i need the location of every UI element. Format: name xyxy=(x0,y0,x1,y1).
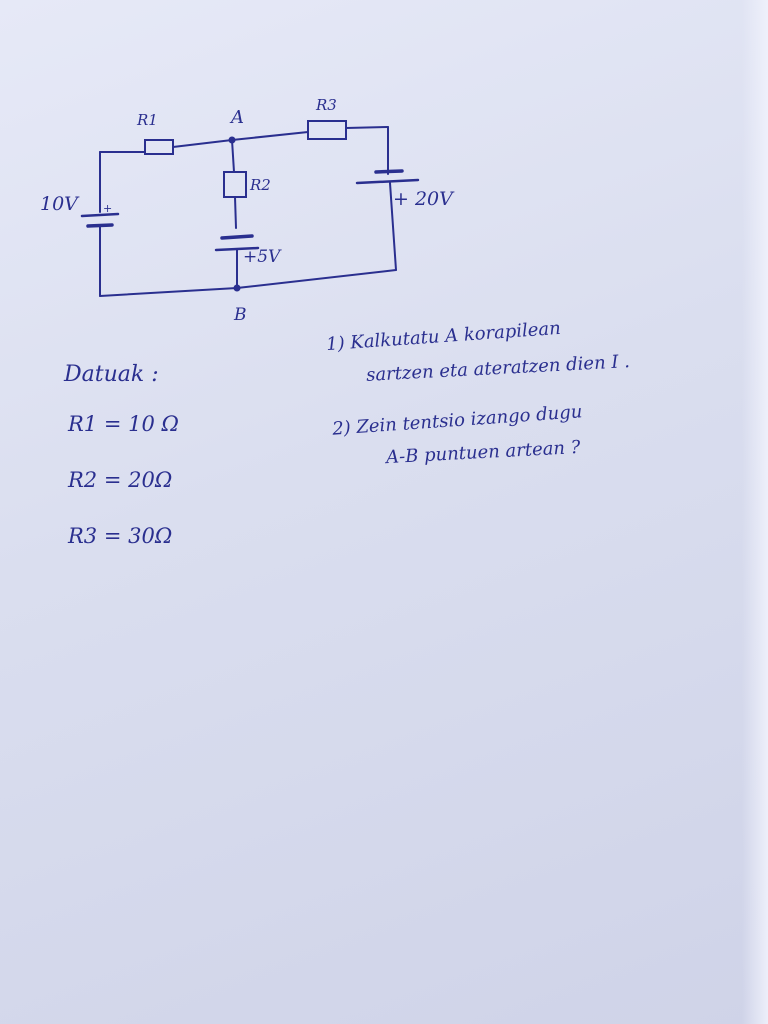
resistor-r1 xyxy=(144,139,174,155)
source-left-label: 10V xyxy=(40,193,80,215)
wire-a-r3 xyxy=(231,131,309,141)
battery-right-long xyxy=(355,178,420,185)
given-r2: R2 = 20Ω xyxy=(68,468,173,492)
source-left-plus: + xyxy=(103,202,112,215)
wire-mid-upper xyxy=(231,139,235,173)
wire-r3-right xyxy=(345,126,389,129)
node-b-label: B xyxy=(233,305,247,325)
given-title: Datuak : xyxy=(64,362,159,387)
node-a-dot xyxy=(228,136,236,144)
question-2-line-2: A-B puntuen artean ? xyxy=(385,436,581,469)
node-a-label: A xyxy=(229,107,244,128)
battery-left-long xyxy=(80,212,120,218)
given-r1: R1 = 10 Ω xyxy=(68,412,179,436)
question-2-line-1: 2) Zein tentsio izango dugu xyxy=(331,401,584,440)
battery-mid-long xyxy=(220,234,254,240)
wire-right-lower xyxy=(389,182,397,271)
r1-label: R1 xyxy=(136,111,158,129)
battery-right-short xyxy=(374,169,404,174)
resistor-r2 xyxy=(223,171,247,198)
resistor-r3 xyxy=(307,120,347,140)
wire-mid-mid xyxy=(234,196,237,229)
node-b-dot xyxy=(233,284,241,292)
circuit-diagram: A B R1 R2 R3 10V + +5V + 20V xyxy=(40,96,455,325)
given-r3: R3 = 30Ω xyxy=(68,524,173,548)
paper-edge xyxy=(742,0,768,1024)
source-right-label: + 20V xyxy=(393,188,455,210)
wire-bottom xyxy=(99,269,397,297)
source-mid-label: +5V xyxy=(243,247,282,267)
r3-label: R3 xyxy=(315,96,337,114)
question-1-line-2: sartzen eta ateratzen dien I . xyxy=(365,351,631,386)
wire-r1-a xyxy=(172,139,233,148)
r2-label: R2 xyxy=(249,176,271,194)
